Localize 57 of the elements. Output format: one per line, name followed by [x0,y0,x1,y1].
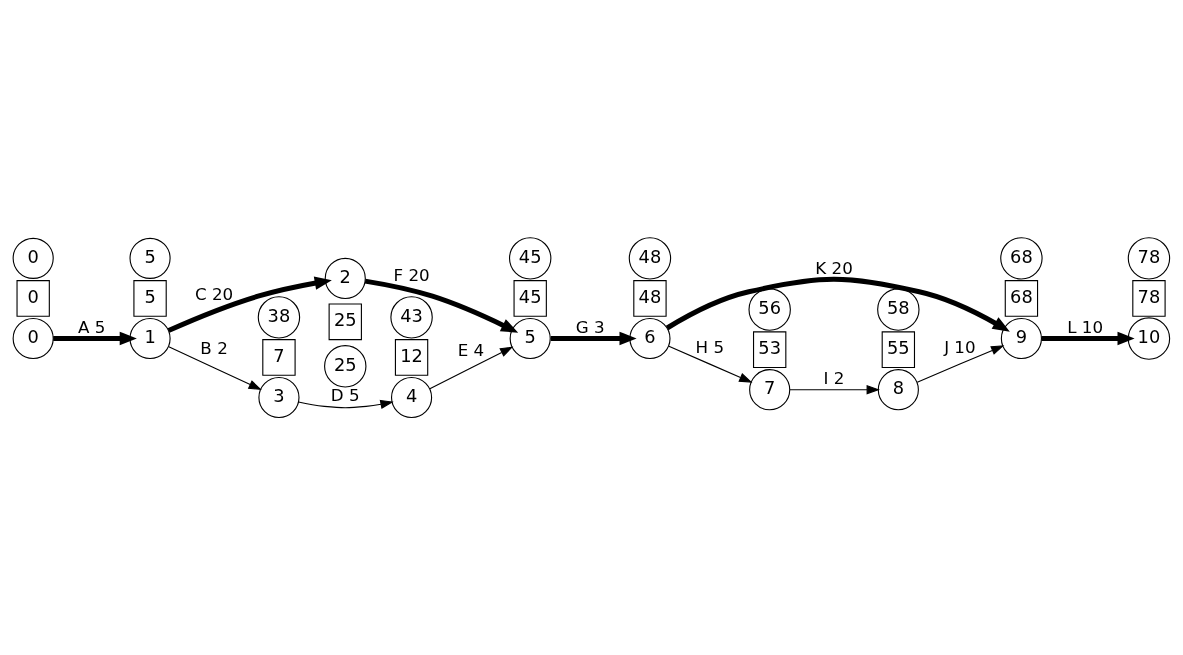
edge-label: G 3 [575,317,605,337]
node-circle: 2 [324,257,366,299]
node-circle: 58 [877,288,920,331]
node-circle: 0 [12,317,54,360]
node-circle: 7 [749,369,791,411]
node-box: 45 [513,280,547,317]
edge-label: K 20 [815,258,853,278]
node-box: 68 [1004,280,1039,317]
node-circle: 48 [628,237,672,280]
edge-label: B 2 [200,339,228,359]
node-circle: 38 [257,296,301,339]
arrow [53,331,137,346]
edge-label: H 5 [695,337,725,357]
node-circle: 3 [258,376,300,419]
arrow [168,346,262,391]
arrow [1041,331,1135,346]
node-box: 48 [633,280,667,317]
arrow [665,276,1010,332]
edge-label: D 5 [330,385,360,405]
node-circle: 1 [129,317,171,360]
edge-label: A 5 [77,317,106,337]
node-box: 7 [262,339,296,376]
node-box: 78 [1132,280,1166,317]
node-circle: 45 [508,237,552,280]
node-box: 55 [881,331,916,368]
node-circle: 6 [629,317,671,360]
node-circle: 4 [390,376,433,419]
node-circle: 43 [390,296,433,339]
arrow [297,399,394,409]
node-circle: 8 [877,369,919,411]
node-circle: 5 [129,237,171,279]
node-circle: 68 [1000,237,1043,280]
edge-label: E 4 [457,341,485,361]
arrow [916,345,1005,383]
arrow [167,276,332,333]
node-box: 0 [16,280,50,317]
edge-label: J 10 [944,337,976,357]
node-box: 53 [753,331,787,368]
node-circle: 78 [1127,237,1171,280]
arrow [550,331,637,346]
node-box: 5 [133,280,167,317]
arrow [668,345,753,383]
edge-label: C 20 [194,284,234,304]
node-circle: 9 [1000,317,1042,360]
edge-label: I 2 [823,369,845,389]
node-circle: 5 [509,317,551,360]
arrow [364,278,519,333]
edge-label: F 20 [393,265,430,285]
arrow [429,346,514,390]
node-box: 12 [394,339,429,376]
node-circle: 0 [12,237,54,279]
edge-label: L 10 [1067,317,1104,337]
arrow [789,385,880,395]
node-circle: 10 [1127,317,1171,360]
node-circle: 56 [748,288,791,331]
node-circle: 25 [324,345,367,388]
node-box: 25 [328,303,362,341]
